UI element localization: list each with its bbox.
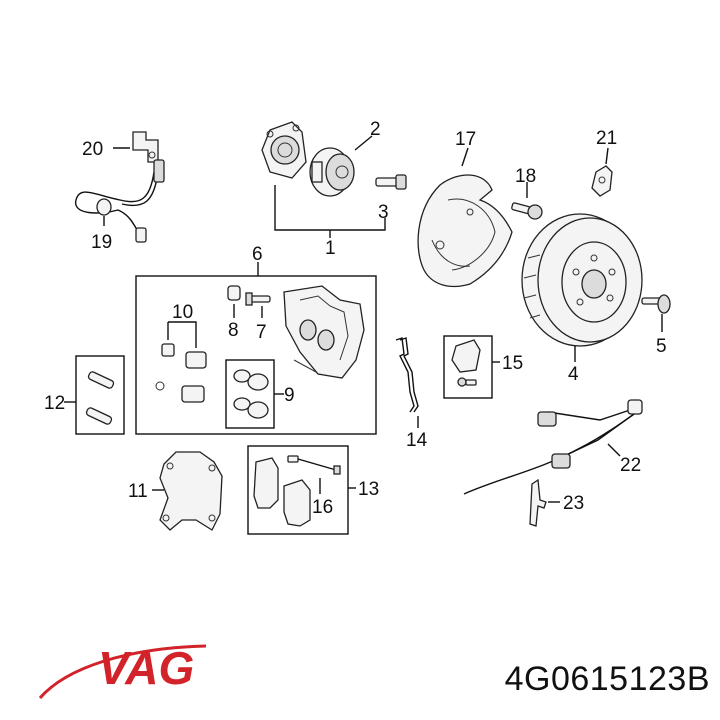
callout-15: 15 [502, 353, 523, 374]
callout-20: 20 [82, 139, 103, 160]
harness-bracket [529, 478, 547, 527]
cover-kit-frame [443, 335, 493, 399]
caliper-pistons-seals [155, 343, 207, 403]
callout-11: 11 [128, 481, 148, 502]
wheel-bearing-housing [261, 121, 307, 179]
brake-pad-set-frame [247, 445, 349, 535]
wear-sensor-16 [287, 455, 341, 475]
wheel-hub [309, 147, 355, 197]
disc-screw [641, 294, 671, 314]
anti-rattle-spring [395, 337, 419, 413]
bolt-18 [511, 202, 543, 220]
guide-sleeve-8 [227, 285, 241, 301]
dust-cover [451, 339, 481, 373]
leader-21 [605, 147, 609, 165]
callout-18: 18 [515, 166, 536, 187]
guide-pins [85, 371, 115, 425]
callout-16: 16 [312, 497, 333, 518]
hub-bolt [375, 174, 407, 190]
leader-17 [461, 147, 469, 167]
guide-pin-kit-frame [75, 355, 125, 435]
callout-13: 13 [358, 479, 379, 500]
callout-1: 1 [325, 238, 336, 259]
leader-10 [167, 321, 197, 348]
seal-rings [233, 369, 269, 419]
callout-5: 5 [656, 336, 667, 357]
callout-14: 14 [406, 430, 428, 451]
caliper-kit-frame [135, 275, 377, 435]
vag-logo: VAG [38, 642, 207, 699]
callout-10: 10 [172, 302, 193, 323]
leader-22 [607, 443, 621, 457]
brake-pads [253, 457, 311, 527]
callout-2: 2 [370, 119, 381, 140]
callout-4: 4 [568, 364, 579, 385]
brake-hose-bracket [132, 131, 159, 163]
callout-12: 12 [44, 393, 65, 414]
sensor-harness [463, 399, 643, 495]
callout-8: 8 [228, 320, 239, 341]
cover-screw [457, 377, 477, 387]
callout-22: 22 [620, 455, 641, 476]
callout-7: 7 [256, 322, 267, 343]
callout-19: 19 [91, 232, 112, 253]
callout-3: 3 [378, 202, 389, 223]
brake-disc [521, 213, 643, 347]
guide-bolt-7 [245, 292, 271, 306]
callout-6: 6 [252, 244, 263, 265]
brake-caliper [283, 285, 365, 379]
callout-9: 9 [284, 385, 295, 406]
callout-23: 23 [563, 493, 584, 514]
callout-17: 17 [455, 129, 476, 150]
brand-name: VAG [98, 642, 194, 694]
brake-hose [75, 159, 165, 243]
caliper-carrier [159, 451, 223, 531]
seal-kit-frame [225, 359, 275, 429]
splash-shield [417, 174, 513, 288]
wear-sensor-clip [591, 165, 613, 197]
leader-2 [354, 135, 373, 151]
callout-21: 21 [596, 128, 617, 149]
part-number: 4G0615123B [504, 660, 710, 698]
